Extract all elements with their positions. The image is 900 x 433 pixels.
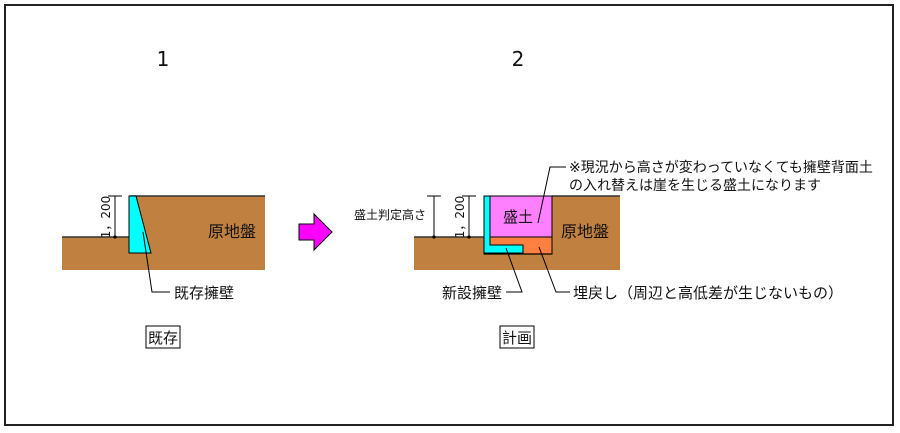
caption-box — [145, 325, 181, 349]
ground-label: 原地盤 — [561, 222, 609, 241]
wall-label: 新設擁壁 — [442, 284, 502, 302]
wall-leader-line — [142, 231, 170, 293]
dimension-label: 1，200 — [453, 196, 467, 239]
wall-leader-line — [505, 247, 523, 293]
fill-zone — [483, 195, 553, 238]
dimension-tick-bottom — [467, 235, 471, 239]
panel-number: 1 — [157, 47, 170, 71]
fill-label: 盛土 — [503, 208, 533, 226]
ground-original — [62, 196, 265, 270]
panel-planned: 2 盛土 原地盤 1，200 盛土判定高さ ※現況から高さが変わっていなくても擁… — [354, 47, 873, 349]
caption-box — [499, 325, 535, 349]
height-label: 盛土判定高さ — [354, 207, 426, 222]
height-tick-bottom — [432, 235, 436, 239]
backfill-label: 埋戻し（周辺と高低差が生じないもの） — [573, 284, 843, 302]
note-line-2: の入れ替えは崖を生じる盛土になります — [569, 178, 821, 194]
dimension-label: 1，200 — [99, 196, 113, 239]
new-retaining-wall — [483, 195, 524, 254]
right-arrow-icon — [298, 212, 333, 252]
caption-label: 計画 — [502, 329, 532, 347]
backfill-leader-line — [538, 246, 570, 293]
note-leader-line — [537, 166, 566, 224]
dimension-tick-bottom — [113, 235, 117, 239]
panel-existing: 1 1，200 原地盤 既存擁壁 既存 — [62, 47, 265, 349]
existing-retaining-wall — [128, 195, 152, 254]
note-line-1: ※現況から高さが変わっていなくても擁壁背面土 — [569, 159, 873, 176]
wall-label: 既存擁壁 — [174, 284, 234, 302]
ground-label: 原地盤 — [208, 222, 256, 241]
panel-number: 2 — [512, 47, 525, 71]
caption-label: 既存 — [148, 329, 178, 347]
